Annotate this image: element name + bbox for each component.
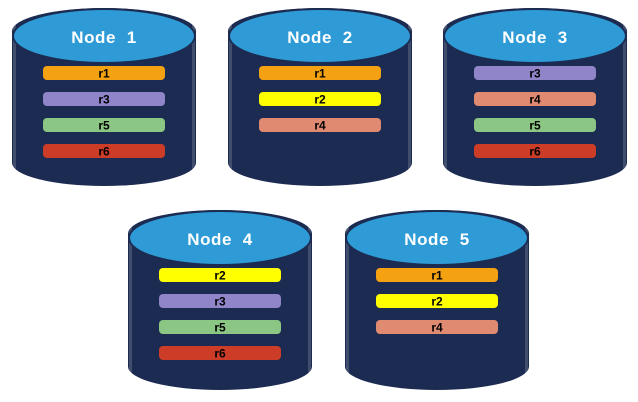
replica-bar-r5[interactable]: r5 — [474, 118, 596, 132]
cylinder-top-ellipse: Node 1 — [12, 8, 196, 64]
replica-label: r4 — [529, 92, 541, 107]
replica-label: r3 — [214, 294, 226, 309]
replica-label: r3 — [529, 66, 541, 81]
replica-bar-r3[interactable]: r3 — [159, 294, 281, 308]
node-title: Node 5 — [404, 229, 470, 249]
replica-bar-r6[interactable]: r6 — [474, 144, 596, 158]
replica-bar-r4[interactable]: r4 — [474, 92, 596, 106]
replica-label: r6 — [214, 346, 226, 361]
node-title: Node 3 — [502, 27, 568, 47]
node-title: Node 2 — [287, 27, 353, 47]
node-1[interactable]: Node 1 r1 r3 r5 r6 — [12, 8, 196, 186]
replica-bar-r5[interactable]: r5 — [43, 118, 165, 132]
cylinder-top-ellipse: Node 4 — [128, 210, 312, 266]
replica-label: r4 — [431, 320, 443, 335]
replica-label: r3 — [98, 92, 110, 107]
replica-label: r4 — [314, 118, 326, 133]
cylinder-top-ellipse: Node 5 — [345, 210, 529, 266]
replica-label: r5 — [214, 320, 226, 335]
replica-label: r6 — [98, 144, 110, 159]
cylinder-top-ellipse: Node 3 — [443, 8, 627, 64]
replica-bar-r3[interactable]: r3 — [474, 66, 596, 80]
replica-bar-r1[interactable]: r1 — [376, 268, 498, 282]
replica-label: r1 — [314, 66, 326, 81]
replica-label: r5 — [98, 118, 110, 133]
replica-bar-r6[interactable]: r6 — [159, 346, 281, 360]
replica-bar-r4[interactable]: r4 — [259, 118, 381, 132]
replica-label: r6 — [529, 144, 541, 159]
replica-bar-r4[interactable]: r4 — [376, 320, 498, 334]
replica-list: r1 r2 r4 — [228, 66, 412, 132]
replica-bar-r2[interactable]: r2 — [376, 294, 498, 308]
replica-bar-r3[interactable]: r3 — [43, 92, 165, 106]
replica-list: r2 r3 r5 r6 — [128, 268, 312, 360]
replica-bar-r5[interactable]: r5 — [159, 320, 281, 334]
replica-label: r1 — [98, 66, 110, 81]
node-title: Node 4 — [187, 229, 253, 249]
replica-bar-r2[interactable]: r2 — [259, 92, 381, 106]
replica-label: r5 — [529, 118, 541, 133]
replica-label: r2 — [431, 294, 443, 309]
node-5[interactable]: Node 5 r1 r2 r4 — [345, 210, 529, 390]
replica-label: r2 — [214, 268, 226, 283]
node-2[interactable]: Node 2 r1 r2 r4 — [228, 8, 412, 186]
replica-bar-r6[interactable]: r6 — [43, 144, 165, 158]
replica-bar-r1[interactable]: r1 — [43, 66, 165, 80]
node-4[interactable]: Node 4 r2 r3 r5 r6 — [128, 210, 312, 390]
replica-label: r2 — [314, 92, 326, 107]
cylinder-top-ellipse: Node 2 — [228, 8, 412, 64]
replica-bar-r2[interactable]: r2 — [159, 268, 281, 282]
replica-label: r1 — [431, 268, 443, 283]
node-3[interactable]: Node 3 r3 r4 r5 r6 — [443, 8, 627, 186]
replica-list: r3 r4 r5 r6 — [443, 66, 627, 158]
replica-list: r1 r3 r5 r6 — [12, 66, 196, 158]
replica-bar-r1[interactable]: r1 — [259, 66, 381, 80]
replica-list: r1 r2 r4 — [345, 268, 529, 334]
node-title: Node 1 — [71, 27, 137, 47]
